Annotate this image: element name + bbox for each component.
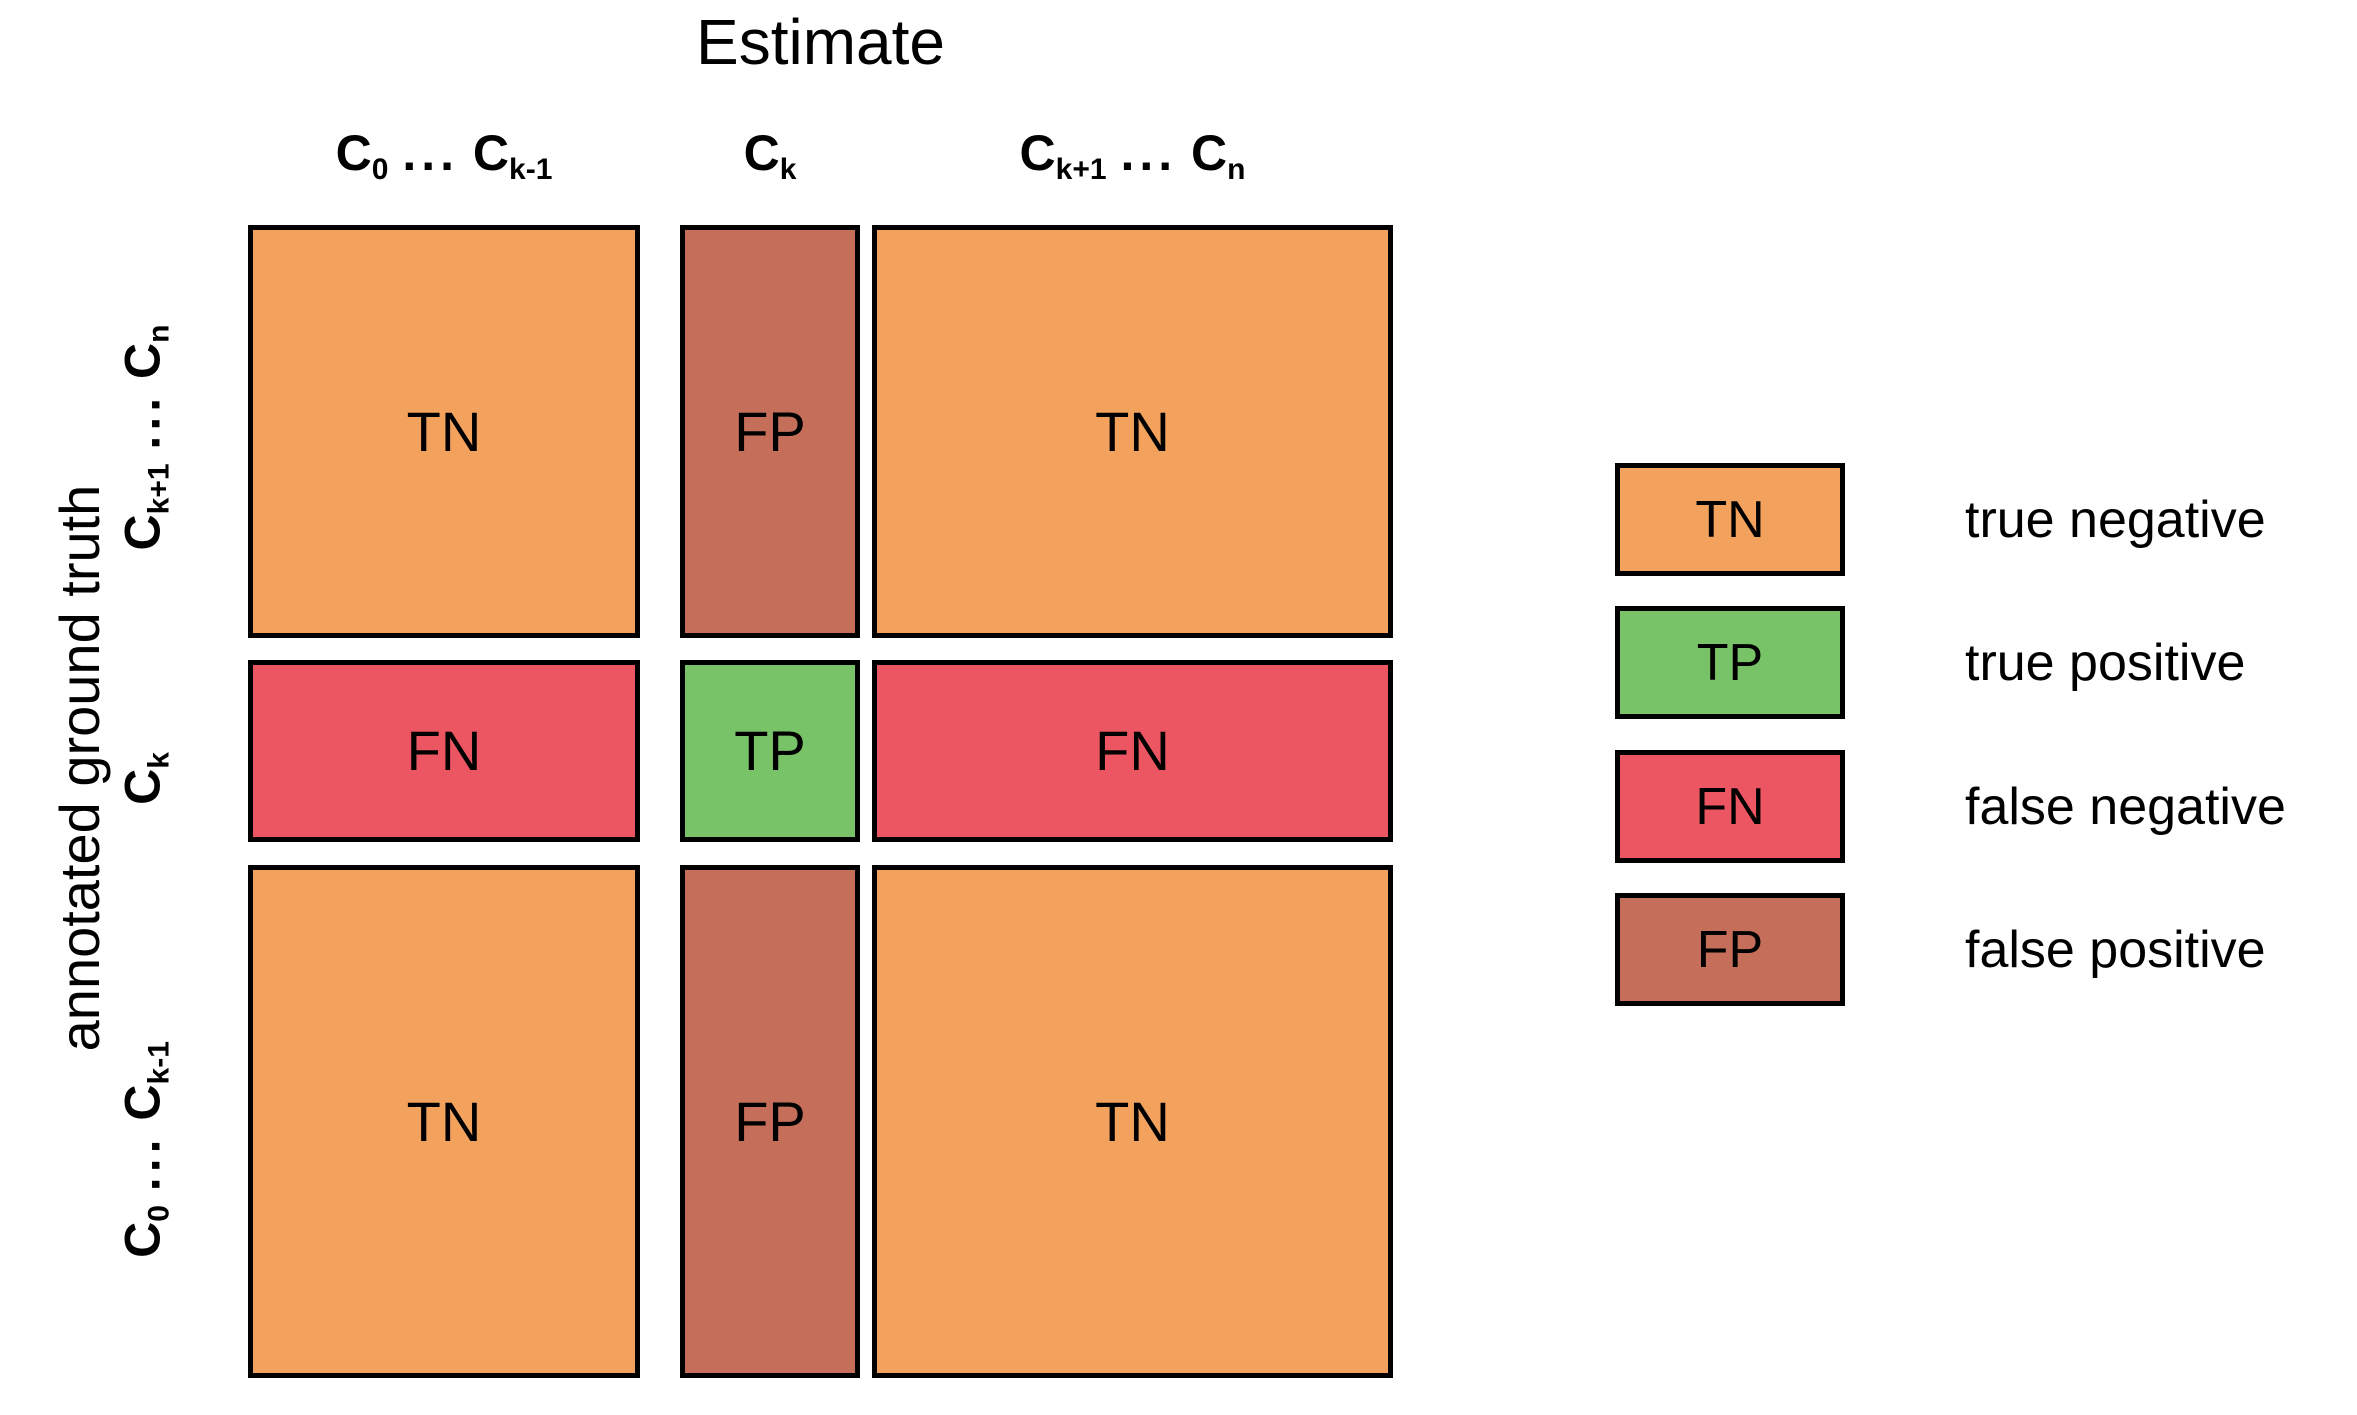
row-label-top-sub-b: n <box>142 324 176 343</box>
legend-item-tn: TN true negative <box>1615 463 2266 576</box>
legend-description-fp: false positive <box>1965 920 2266 979</box>
matrix-cell-label: TP <box>734 719 806 782</box>
legend-item-fn: FN false negative <box>1615 750 2286 863</box>
matrix-cell-label: TN <box>1095 1089 1170 1153</box>
matrix-cell-top-middle: FP <box>680 225 860 638</box>
matrix-cell-label: TN <box>406 1089 482 1153</box>
row-label-bottom: C0 ... Ck-1 <box>114 943 176 1357</box>
matrix-cell-middle-left: FN <box>248 660 640 842</box>
legend-swatch-label: TN <box>1695 490 1765 549</box>
matrix-cell-label: FN <box>1095 719 1170 782</box>
row-label-top-base-a: C <box>114 514 171 551</box>
column-header-right-base-b: C <box>1191 125 1228 181</box>
page-title: Estimate <box>696 6 945 78</box>
matrix-cell-label: TN <box>1095 399 1170 463</box>
row-label-top-base-b: C <box>114 342 171 379</box>
column-header-right-base-a: C <box>1019 125 1056 181</box>
matrix-cell-label: FP <box>734 399 806 463</box>
column-header-left-sub-a: 0 <box>371 153 389 186</box>
row-label-top-sub-a: k+1 <box>142 463 176 515</box>
row-label-middle-sub-a: k <box>142 752 176 769</box>
matrix-cell-bottom-left: TN <box>248 865 640 1378</box>
legend-item-tp: TP true positive <box>1615 606 2245 719</box>
column-header-left: C0 ... Ck-1 <box>248 128 640 185</box>
y-axis-title: annotated ground truth <box>48 484 111 1052</box>
row-label-top-ellipsis: ... <box>114 392 171 450</box>
row-label-bottom-sub-a: 0 <box>142 1205 176 1222</box>
row-label-middle-base-a: C <box>114 768 171 805</box>
column-header-middle-base-a: C <box>743 125 780 181</box>
column-header-left-sub-b: k-1 <box>509 153 553 186</box>
column-header-right: Ck+1 ... Cn <box>872 128 1393 185</box>
legend-description-tn: true negative <box>1965 490 2266 549</box>
row-label-top: Ck+1 ... Cn <box>114 231 176 645</box>
matrix-cell-label: TN <box>406 399 482 463</box>
legend-description-fn: false negative <box>1965 777 2286 836</box>
row-label-bottom-ellipsis: ... <box>114 1134 171 1192</box>
row-label-bottom-base-a: C <box>114 1221 171 1258</box>
matrix-cell-top-right: TN <box>872 225 1393 638</box>
matrix-cell-top-left: TN <box>248 225 640 638</box>
row-label-bottom-base-b: C <box>114 1084 171 1121</box>
column-header-left-base-b: C <box>472 125 510 181</box>
legend-item-fp: FP false positive <box>1615 893 2266 1006</box>
matrix-cell-bottom-middle: FP <box>680 865 860 1378</box>
column-header-right-ellipsis: ... <box>1120 125 1178 181</box>
column-header-middle-sub-a: k <box>779 153 797 186</box>
matrix-cell-bottom-right: TN <box>872 865 1393 1378</box>
legend-swatch-fn: FN <box>1615 750 1845 863</box>
column-header-middle: Ck <box>680 128 860 185</box>
column-header-left-base-a: C <box>335 125 372 181</box>
matrix-cell-label: FN <box>406 719 482 782</box>
column-header-left-ellipsis: ... <box>402 125 459 181</box>
column-header-right-sub-a: k+1 <box>1055 153 1107 186</box>
legend-swatch-tn: TN <box>1615 463 1845 576</box>
legend-swatch-label: TP <box>1696 633 1764 692</box>
row-label-bottom-sub-b: k-1 <box>142 1041 176 1085</box>
matrix-cell-middle-right: FN <box>872 660 1393 842</box>
legend-swatch-tp: TP <box>1615 606 1845 719</box>
column-header-right-sub-b: n <box>1227 153 1246 186</box>
legend-swatch-label: FN <box>1695 777 1765 836</box>
matrix-cell-middle-middle: TP <box>680 660 860 842</box>
matrix-cell-label: FP <box>734 1089 806 1153</box>
legend-swatch-label: FP <box>1696 920 1764 979</box>
legend-swatch-fp: FP <box>1615 893 1845 1006</box>
legend-description-tp: true positive <box>1965 633 2246 692</box>
row-label-middle: Ck <box>114 592 176 966</box>
